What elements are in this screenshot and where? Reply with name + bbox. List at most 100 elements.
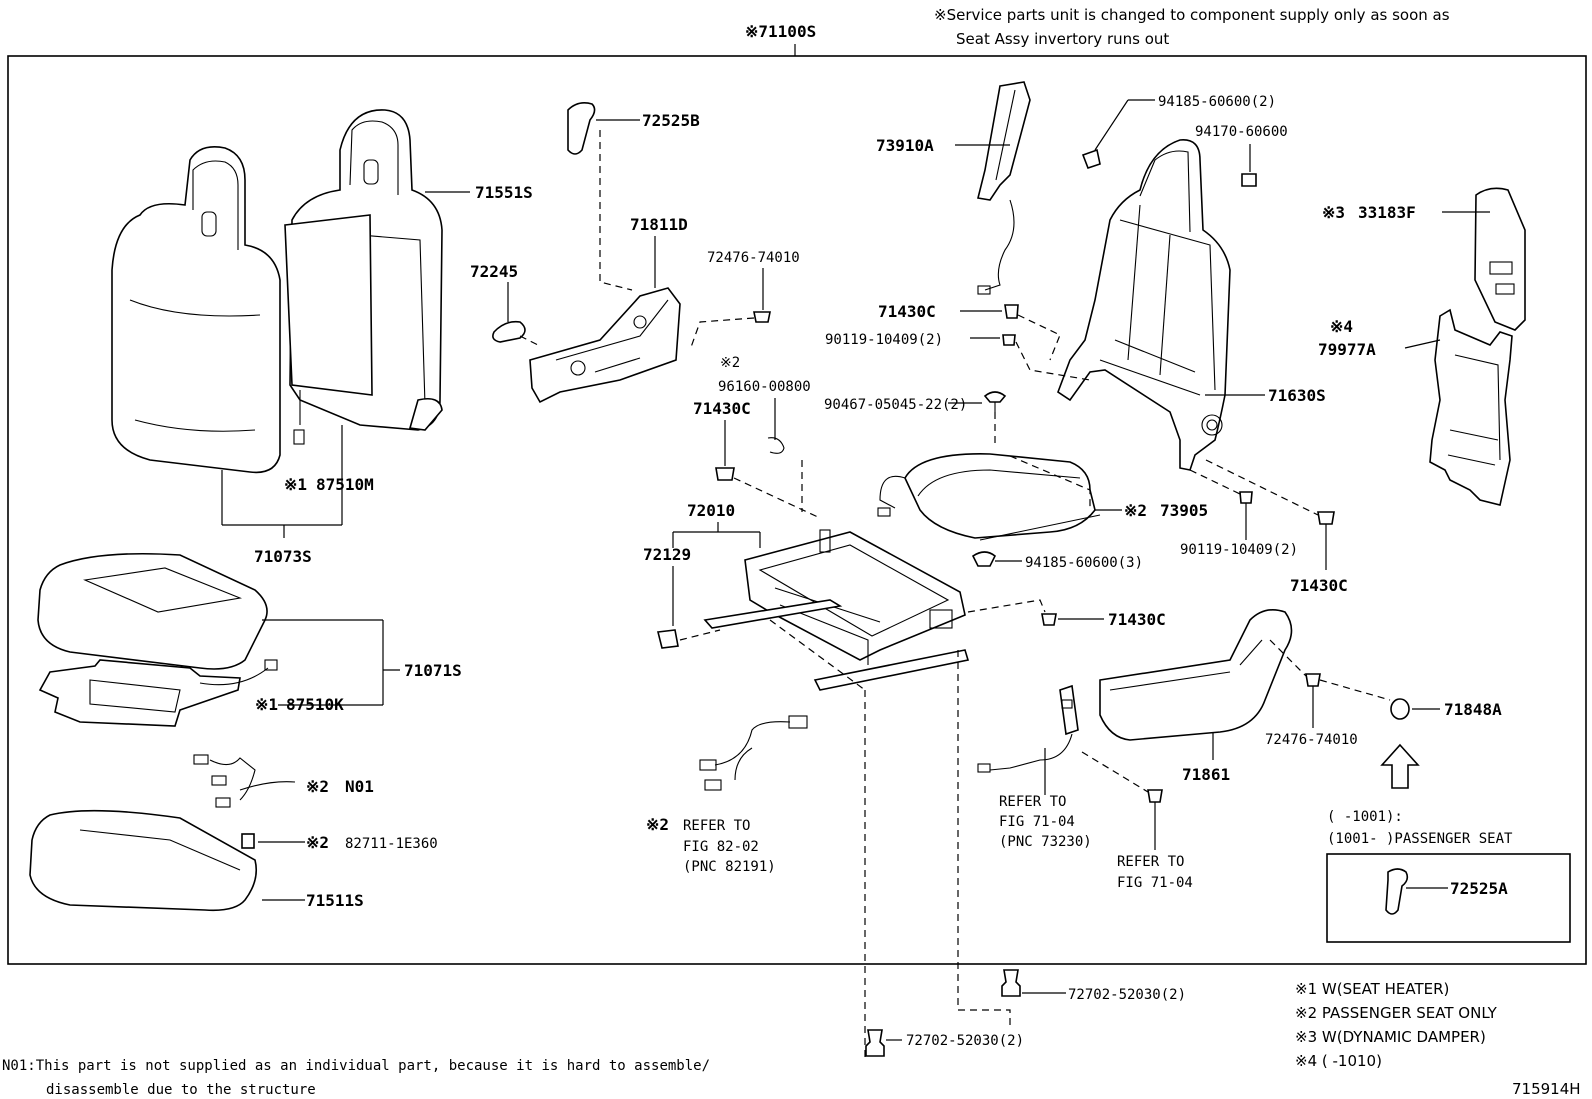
- label-71430C-a: 71430C: [878, 302, 936, 321]
- bolt-71430C-a: [1004, 304, 1019, 319]
- label-71861: 71861: [1182, 765, 1230, 784]
- label-72476-74010-top: 72476-74010: [707, 250, 800, 266]
- label-71551S: 71551S: [475, 183, 533, 202]
- refer-82-02-mark: ※2: [646, 815, 669, 834]
- refer-71-04-line1: REFER TO: [1117, 854, 1184, 870]
- label-87510M: 87510M: [316, 475, 374, 494]
- lever-72525A-drawing: [1385, 868, 1409, 915]
- label-87510K: 87510K: [286, 695, 344, 714]
- mark-87510M: ※1: [284, 475, 307, 494]
- service-note-line2: Seat Assy invertory runs out: [956, 30, 1169, 48]
- label-71511S: 71511S: [306, 891, 364, 910]
- side-cover-71861-drawing: [1099, 609, 1293, 741]
- bolt-71430C-d: [1041, 613, 1057, 626]
- bolt-71430C-b: [715, 467, 735, 481]
- refer-71-04-line2: FIG 71-04: [1117, 875, 1193, 891]
- footnote-line1: N01:This part is not supplied as an indi…: [2, 1058, 710, 1074]
- refer-73230-line2: FIG 71-04: [999, 814, 1075, 830]
- seatbelt-buckle-drawing: [977, 684, 1079, 773]
- label-71848A: 71848A: [1444, 700, 1502, 719]
- cushion-panel-73905-drawing: [877, 453, 1101, 541]
- label-72245: 72245: [470, 262, 518, 281]
- bolt-90119-a: [1002, 334, 1016, 346]
- label-71073S: 71073S: [254, 547, 312, 566]
- cap-71848A-drawing: [1390, 698, 1410, 720]
- pad-79977A-drawing: [1429, 308, 1513, 506]
- range-note-line2: (1001- )PASSENGER SEAT: [1327, 831, 1513, 847]
- figure-code: 715914H: [1512, 1080, 1581, 1098]
- label-72010: 72010: [687, 501, 735, 520]
- passenger-seat-box: [1326, 853, 1571, 943]
- label-82711-1E360: 82711-1E360: [345, 836, 438, 852]
- label-72476-74010-bot: 72476-74010: [1265, 732, 1358, 748]
- label-72129: 72129: [643, 545, 691, 564]
- assembly-label: ※71100S: [745, 22, 816, 41]
- label-73905: 73905: [1160, 501, 1208, 520]
- pin-90467-drawing: [983, 391, 1007, 403]
- label-72525B: 72525B: [642, 111, 700, 130]
- damper-33183F-drawing: [1474, 187, 1526, 331]
- bolt-72702-a-drawing: [1001, 969, 1021, 997]
- mark-96160: ※2: [720, 355, 740, 371]
- label-72525A: 72525A: [1450, 879, 1508, 898]
- main-frame: [7, 55, 1587, 965]
- label-71811D: 71811D: [630, 215, 688, 234]
- seat-back-frame-71630S-drawing: [1057, 139, 1231, 471]
- label-71630S: 71630S: [1268, 386, 1326, 405]
- bolt-refer-71-04: [1147, 789, 1163, 803]
- n01-harness-drawing: [193, 754, 296, 849]
- legend-3: ※3 W(DYNAMIC DAMPER): [1295, 1028, 1486, 1046]
- seat-cushion-drawing: [37, 552, 278, 727]
- nut-94185-drawing: [1081, 148, 1101, 170]
- label-94185-60600-3: 94185-60600(3): [1025, 555, 1143, 571]
- seat-adjuster-72010-drawing: [657, 529, 970, 691]
- mark-73905: ※2: [1124, 501, 1147, 520]
- refer-73230-line3: (PNC 73230): [999, 834, 1092, 850]
- label-72702-52030-b: 72702-52030(2): [906, 1033, 1024, 1049]
- label-90119-10409-b: 90119-10409(2): [1180, 542, 1298, 558]
- label-94185-60600-2: 94185-60600(2): [1158, 94, 1276, 110]
- refer-82-02-line2: FIG 82-02: [683, 839, 759, 855]
- label-79977A: 79977A: [1318, 340, 1376, 359]
- clip-96160-drawing: [767, 437, 785, 454]
- lever-72245-drawing: [492, 320, 526, 343]
- range-note-line1: ( -1001):: [1327, 809, 1403, 825]
- mark-33183F: ※3: [1322, 203, 1345, 222]
- seat-back-cover-drawing: [111, 109, 443, 474]
- legend-1: ※1 W(SEAT HEATER): [1295, 980, 1449, 998]
- bolt-72702-b-drawing: [865, 1029, 885, 1057]
- label-71430C-c: 71430C: [1290, 576, 1348, 595]
- label-33183F: 33183F: [1358, 203, 1416, 222]
- refer-82-02-line3: (PNC 82191): [683, 859, 776, 875]
- bolt-71430C-c: [1317, 511, 1335, 525]
- refer-82-02-line1: REFER TO: [683, 818, 750, 834]
- seat-cushion-pad-drawing: [29, 809, 258, 912]
- mark-79977A: ※4: [1330, 317, 1353, 336]
- label-90467-05045-22: 90467-05045-22(2): [824, 397, 967, 413]
- label-96160-00800: 96160-00800: [718, 379, 811, 395]
- harness-82191-drawing: [699, 715, 808, 791]
- label-71430C-d: 71430C: [1108, 610, 1166, 629]
- label-N01: N01: [345, 777, 374, 796]
- service-note-line1: ※Service parts unit is changed to compon…: [934, 6, 1450, 24]
- nut-94185-3-drawing: [971, 551, 997, 567]
- footnote-line2: disassemble due to the structure: [46, 1082, 316, 1098]
- legend-4: ※4 ( -1010): [1295, 1052, 1382, 1070]
- bolt-72476-bot: [1305, 673, 1321, 687]
- refer-73230-line1: REFER TO: [999, 794, 1066, 810]
- airbag-73910A-drawing: [977, 81, 1031, 295]
- arrow-up-icon: [1380, 743, 1420, 789]
- mark-82711: ※2: [306, 833, 329, 852]
- label-72702-52030-a: 72702-52030(2): [1068, 987, 1186, 1003]
- label-71071S: 71071S: [404, 661, 462, 680]
- mark-N01: ※2: [306, 777, 329, 796]
- label-90119-10409-a: 90119-10409(2): [825, 332, 943, 348]
- bolt-72476-top: [753, 311, 771, 323]
- label-71430C-b: 71430C: [693, 399, 751, 418]
- lever-72525B-drawing: [567, 102, 596, 155]
- bolt-90119-b: [1239, 491, 1253, 504]
- nut-94170-drawing: [1241, 173, 1257, 187]
- label-73910A: 73910A: [876, 136, 934, 155]
- hinge-71811D-drawing: [529, 287, 681, 404]
